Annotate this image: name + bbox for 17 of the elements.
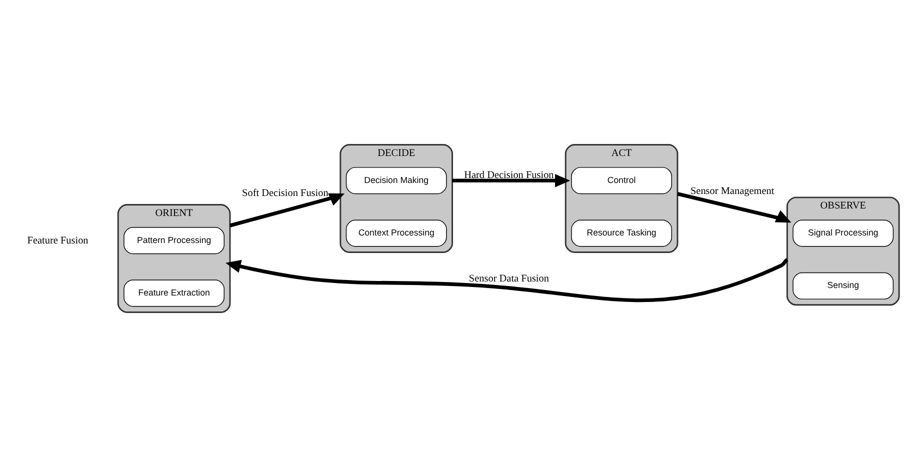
edge-label: Sensor Management (690, 186, 774, 197)
arrow (226, 258, 789, 302)
edge-label: Hard Decision Fusion (464, 170, 554, 181)
node-label: Feature Fusion (27, 235, 88, 246)
edge-label: Sensor Data Fusion (468, 274, 549, 285)
node-box: Resource Tasking (571, 220, 672, 247)
node-box: Pattern Processing (124, 227, 224, 254)
arrow (452, 174, 570, 188)
node-box: Feature Extraction (124, 280, 224, 307)
edge-label: Soft Decision Fusion (242, 188, 328, 200)
node-box: Signal Processing (792, 220, 894, 247)
node-box: Control (571, 167, 672, 194)
arrow (677, 192, 792, 223)
node-box: Decision Making (346, 167, 447, 194)
node-box: Context Processing (346, 220, 447, 247)
arrow (230, 193, 345, 228)
node-box: Sensing (792, 272, 894, 300)
